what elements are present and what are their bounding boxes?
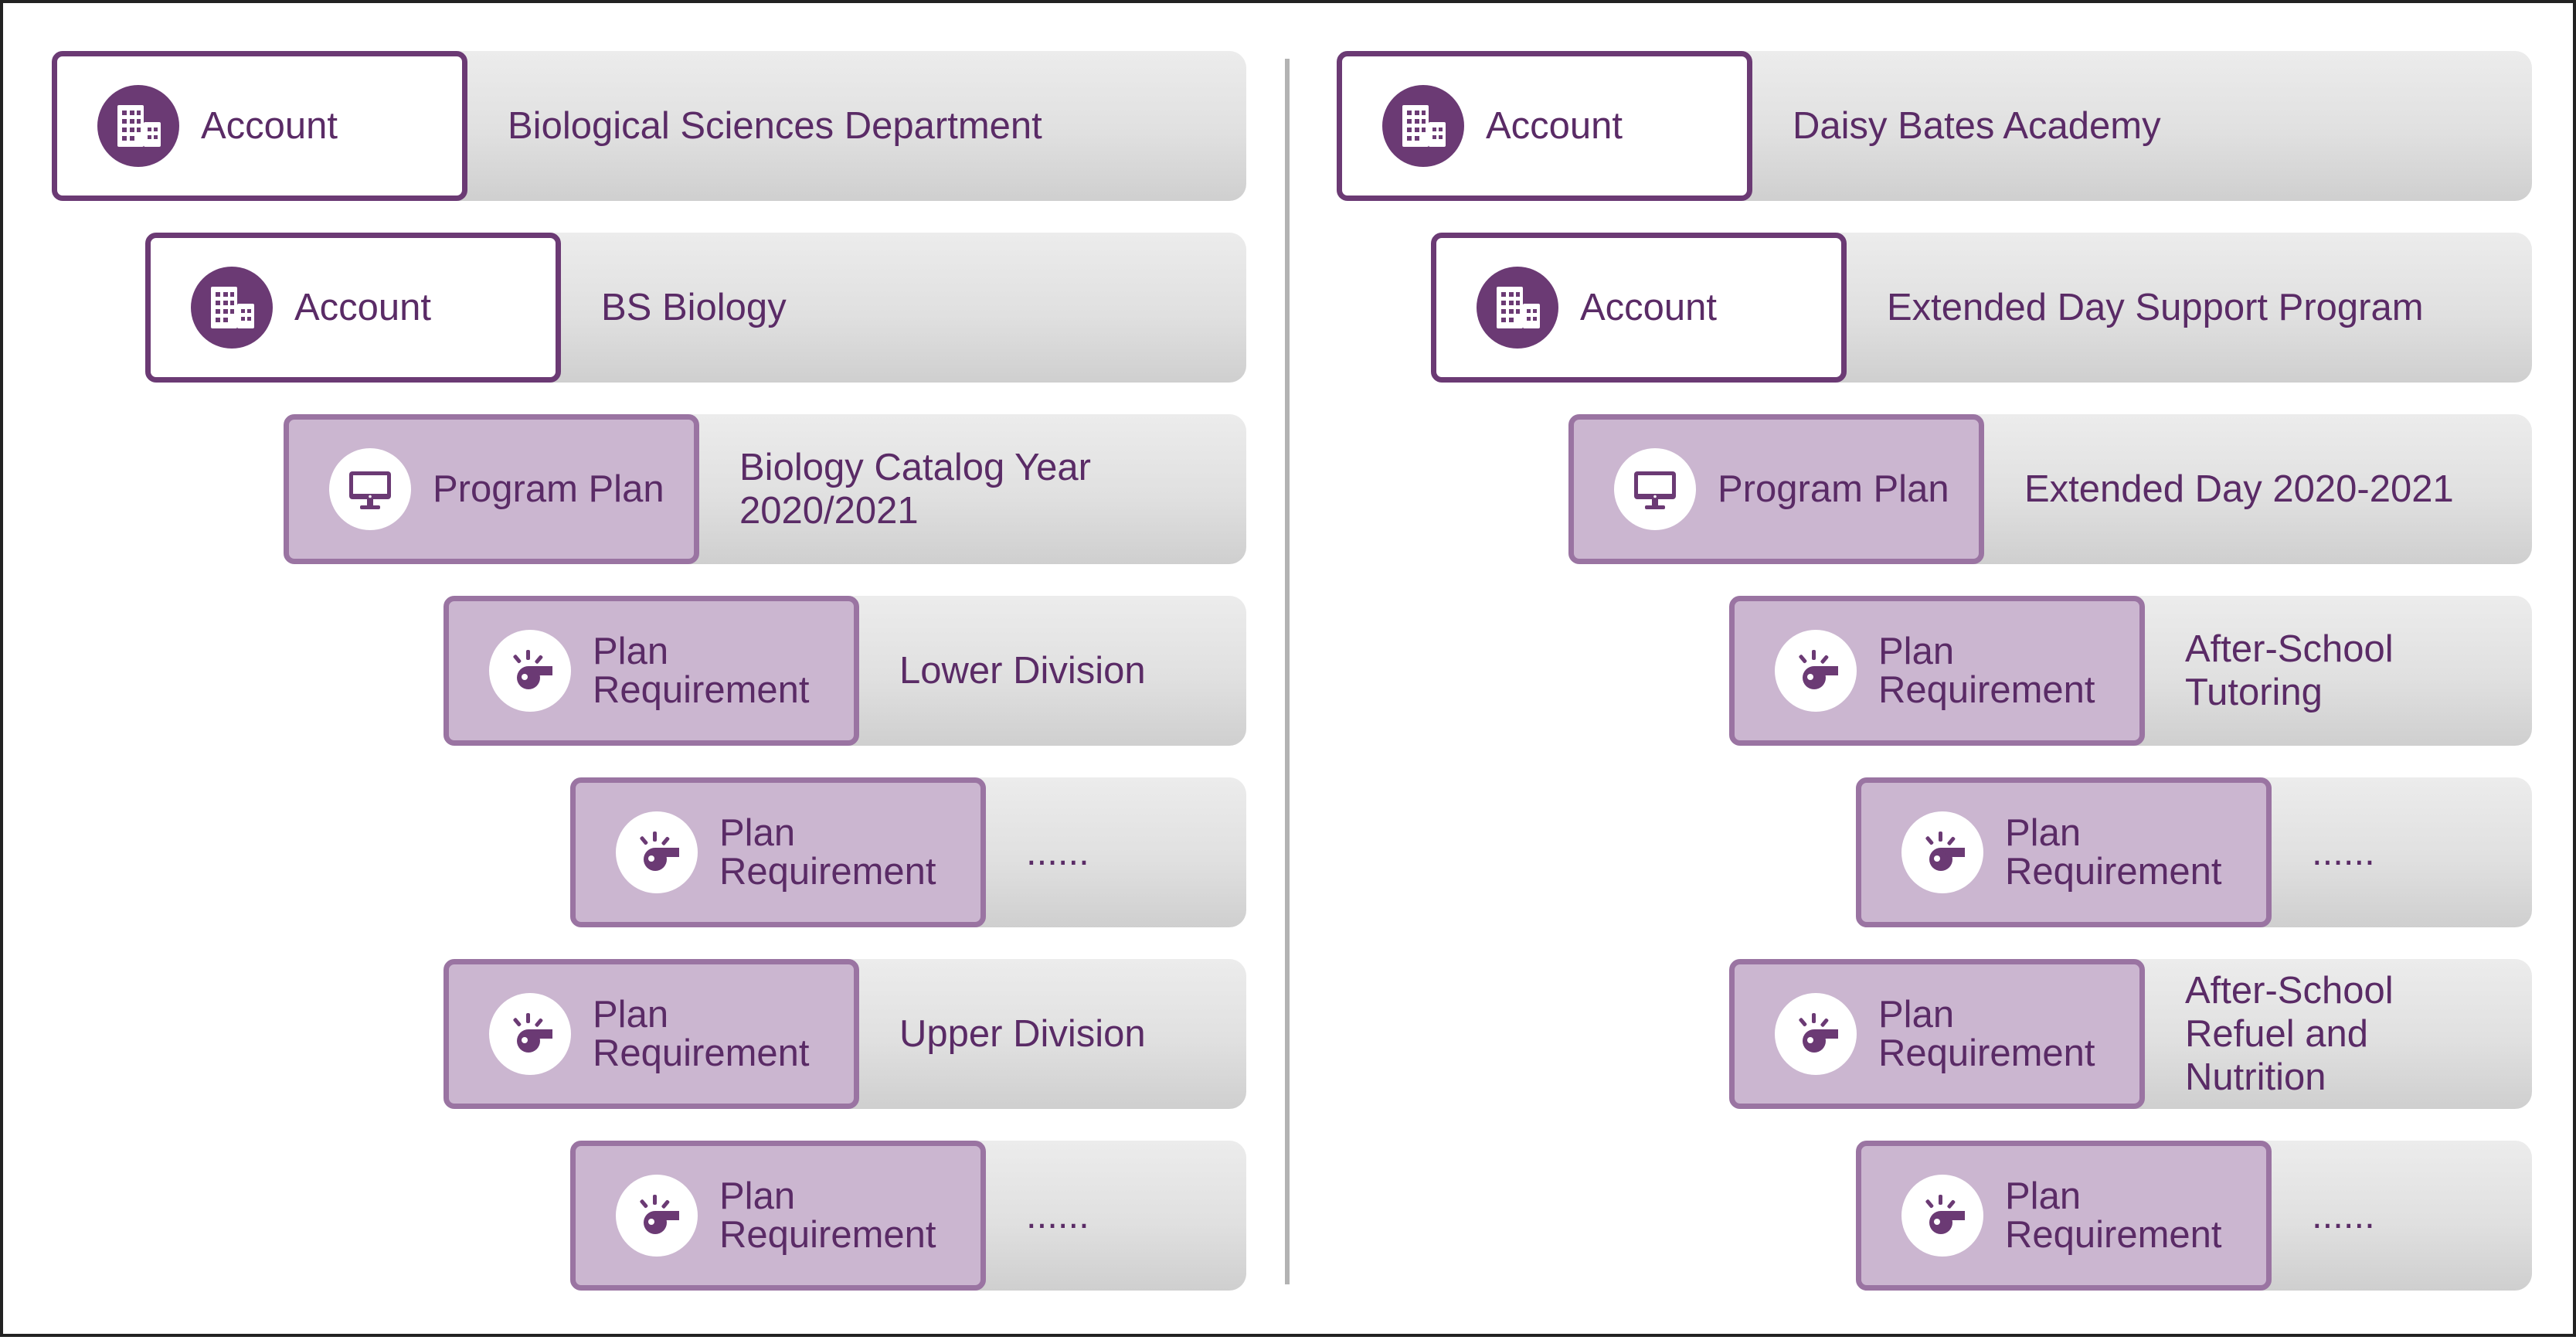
whistle-icon	[489, 993, 571, 1075]
program-plan-node: Program Plan	[284, 414, 699, 564]
right-hierarchy: Account Daisy Bates Academy	[1289, 3, 2576, 1340]
node-type-label: Account	[294, 287, 432, 328]
node-type-label: Plan Requirement	[2005, 1175, 2222, 1256]
account-node: Account	[1431, 233, 1847, 383]
node-value: Extended Day Support Program	[1887, 287, 2424, 328]
hierarchy-row: Account BS Biology	[145, 233, 1246, 383]
node-type-label: Program Plan	[1718, 468, 1949, 510]
node-type-label: Plan Requirement	[1878, 631, 2095, 711]
node-value: ......	[2312, 1195, 2375, 1236]
node-value: ......	[1026, 832, 1089, 873]
node-type-label: Plan Requirement	[719, 812, 936, 893]
whistle-icon	[616, 1175, 698, 1257]
node-type-label: Plan Requirement	[719, 1175, 936, 1256]
whistle-icon	[1901, 1175, 1983, 1257]
building-icon	[191, 267, 273, 349]
whistle-icon	[1775, 630, 1857, 712]
plan-requirement-node: Plan Requirement	[570, 1141, 986, 1291]
account-node: Account	[145, 233, 561, 383]
hierarchy-row: Account Daisy Bates Academy	[1337, 51, 2532, 201]
whistle-icon	[489, 630, 571, 712]
hierarchy-row: Plan Requirement After-School Tutoring	[1729, 596, 2532, 746]
node-value: After-School Tutoring	[2185, 628, 2394, 713]
hierarchy-row: Program Plan Extended Day 2020-2021	[1568, 414, 2532, 564]
program-plan-node: Program Plan	[1568, 414, 1984, 564]
plan-requirement-node: Plan Requirement	[443, 959, 859, 1109]
plan-requirement-node: Plan Requirement	[443, 596, 859, 746]
hierarchy-row: Plan Requirement ......	[1856, 777, 2532, 927]
node-value: ......	[1026, 1195, 1089, 1236]
node-type-label: Account	[1580, 287, 1718, 328]
node-type-label: Plan Requirement	[2005, 812, 2222, 893]
hierarchy-row: Account Biological Sciences Department	[52, 51, 1246, 201]
node-value: Extended Day 2020-2021	[2024, 468, 2454, 510]
whistle-icon	[1901, 811, 1983, 893]
desktop-icon	[1614, 448, 1696, 530]
plan-requirement-node: Plan Requirement	[1729, 596, 2145, 746]
hierarchy-row: Account Extended Day Support Program	[1431, 233, 2532, 383]
node-type-label: Account	[1486, 105, 1623, 147]
node-value: Lower Division	[899, 650, 1146, 692]
hierarchy-row: Plan Requirement Lower Division	[443, 596, 1246, 746]
left-hierarchy: Account Biological Sciences Department	[3, 3, 1290, 1340]
node-value: ......	[2312, 832, 2375, 873]
whistle-icon	[616, 811, 698, 893]
whistle-icon	[1775, 993, 1857, 1075]
hierarchy-row: Program Plan Biology Catalog Year 2020/2…	[284, 414, 1246, 564]
plan-requirement-node: Plan Requirement	[1856, 1141, 2272, 1291]
building-icon	[97, 85, 179, 167]
building-icon	[1477, 267, 1558, 349]
hierarchy-row: Plan Requirement ......	[1856, 1141, 2532, 1291]
node-type-label: Plan Requirement	[593, 631, 810, 711]
node-type-label: Program Plan	[433, 468, 664, 510]
hierarchy-row: Plan Requirement ......	[570, 1141, 1246, 1291]
hierarchy-row: Plan Requirement After-School Refuel and…	[1729, 959, 2532, 1109]
building-icon	[1382, 85, 1464, 167]
node-value: Biological Sciences Department	[508, 105, 1042, 147]
node-value: BS Biology	[601, 287, 787, 328]
desktop-icon	[329, 448, 411, 530]
node-type-label: Plan Requirement	[593, 994, 810, 1074]
node-type-label: Account	[201, 105, 338, 147]
plan-requirement-node: Plan Requirement	[1729, 959, 2145, 1109]
hierarchy-row: Plan Requirement ......	[570, 777, 1246, 927]
node-value: Daisy Bates Academy	[1793, 105, 2161, 147]
column-divider	[1285, 59, 1290, 1284]
plan-requirement-node: Plan Requirement	[1856, 777, 2272, 927]
node-value: Upper Division	[899, 1013, 1146, 1055]
account-node: Account	[52, 51, 467, 201]
node-value: After-School Refuel and Nutrition	[2185, 970, 2394, 1098]
hierarchy-row: Plan Requirement Upper Division	[443, 959, 1246, 1109]
plan-requirement-node: Plan Requirement	[570, 777, 986, 927]
node-value: Biology Catalog Year 2020/2021	[739, 447, 1091, 532]
node-type-label: Plan Requirement	[1878, 994, 2095, 1074]
account-node: Account	[1337, 51, 1752, 201]
